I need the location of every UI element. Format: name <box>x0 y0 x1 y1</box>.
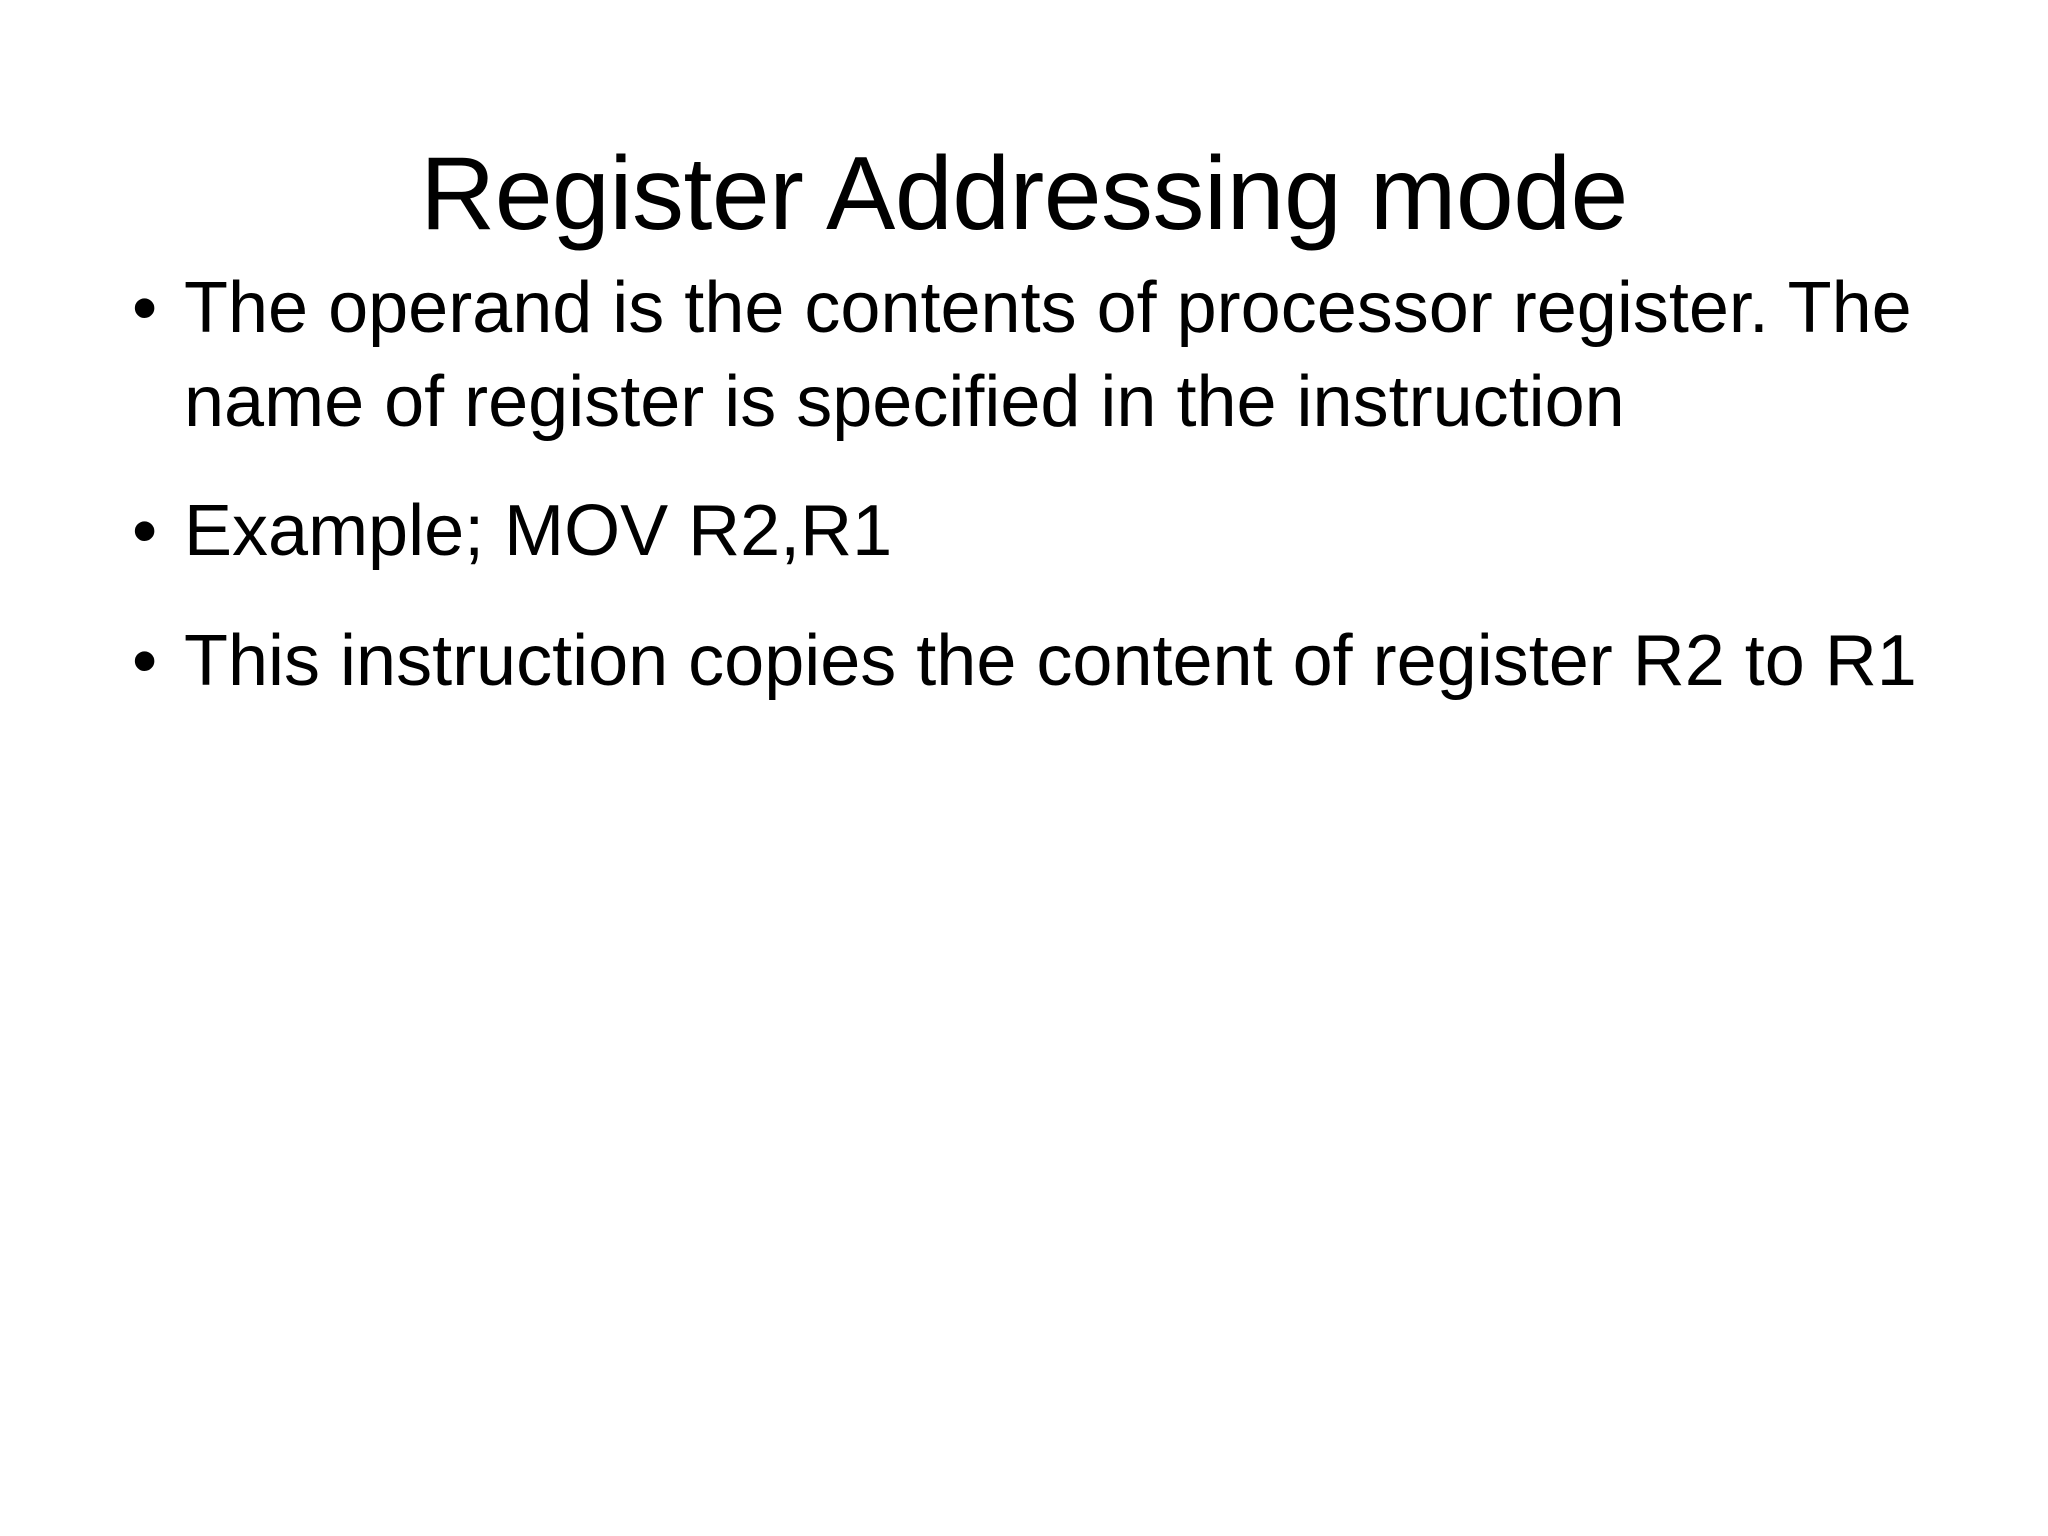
bullet-list-item: • This instruction copies the content of… <box>110 615 1970 709</box>
bullet-point-icon: • <box>132 620 158 701</box>
bullet-list-item: • Example; MOV R2,R1 <box>110 485 1970 579</box>
bullet-point-icon: • <box>132 491 158 572</box>
bullet-item-text: This instruction copies the content of r… <box>184 620 1917 701</box>
bullet-point-icon: • <box>132 268 158 348</box>
bullet-item-text: The operand is the contents of processor… <box>184 268 1912 442</box>
slide-body-content: • The operand is the contents of process… <box>110 262 1970 744</box>
bullet-list-item: • The operand is the contents of process… <box>110 262 1970 449</box>
slide-title: Register Addressing mode <box>420 135 1628 252</box>
bullet-item-text: Example; MOV R2,R1 <box>184 491 893 572</box>
